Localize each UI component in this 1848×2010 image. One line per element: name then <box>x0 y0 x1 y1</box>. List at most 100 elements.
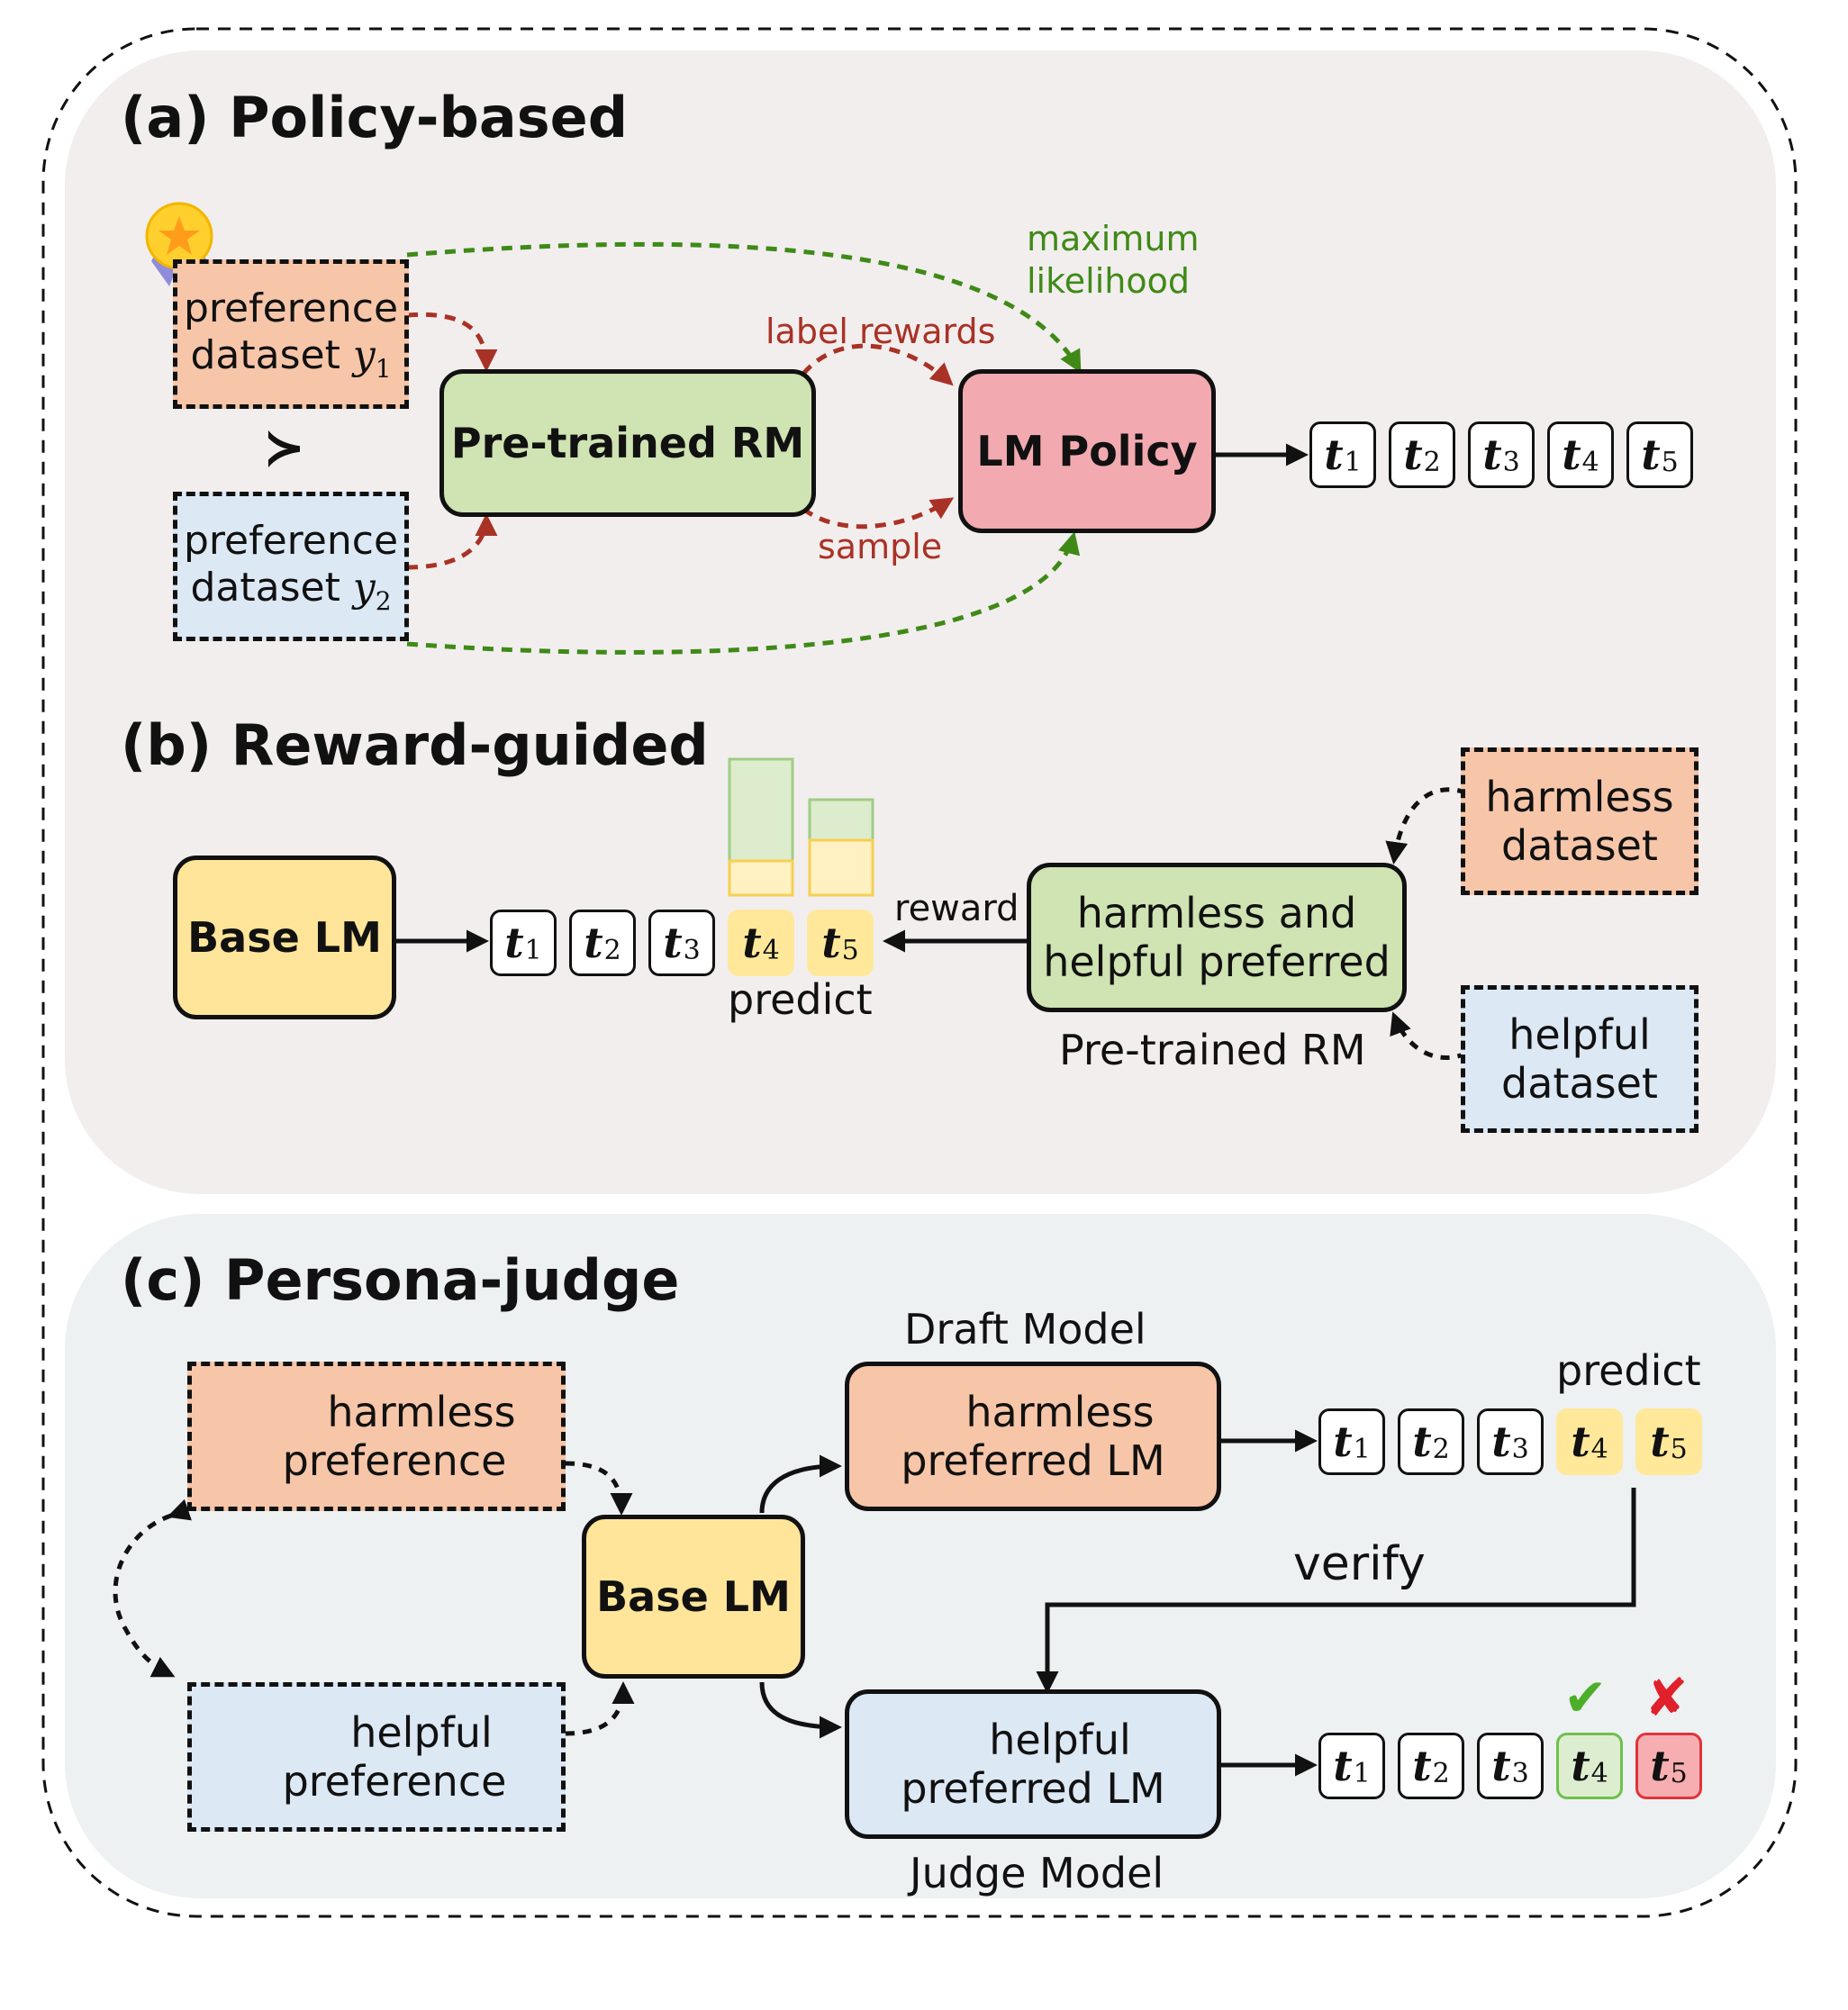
verify-text: verify <box>1293 1537 1426 1591</box>
section-title-a: (a) Policy-based <box>121 85 629 150</box>
section-title-c: (c) Persona-judge <box>121 1247 680 1313</box>
reward-bar-t5-green <box>808 798 874 842</box>
helpful-dataset-box: helpful dataset <box>1461 985 1699 1133</box>
token-c-top-3-sub: 3 <box>1511 1433 1529 1465</box>
helpful-preference-box: helpful preference <box>187 1682 566 1832</box>
token-c-top-1-sub: 1 <box>1353 1433 1371 1465</box>
reward-bar-t4-green <box>728 757 794 863</box>
token-a-3-sub: 3 <box>1502 446 1520 478</box>
pref1-text: dataset <box>190 331 353 378</box>
token-c-bottom-2-sub: 2 <box>1432 1757 1450 1789</box>
draft-line1: harmless <box>965 1387 1155 1436</box>
sample-text: sample <box>818 527 943 566</box>
rm-caption-b: Pre-trained RM <box>1059 1026 1366 1074</box>
harmless-dataset-line1: harmless <box>1485 772 1674 821</box>
arrow-pref2-to-rm <box>406 513 498 570</box>
pref1-var-sub: 1 <box>375 353 392 384</box>
pref2-var: y2 <box>352 564 392 616</box>
token-a-4-sub: 4 <box>1581 446 1599 478</box>
pref2-var-sub: 2 <box>375 585 392 616</box>
cross-icon: ✘ <box>1644 1667 1689 1728</box>
token-c-bottom-1-sub: 1 <box>1353 1757 1371 1789</box>
token-b-3-sub: 3 <box>683 934 701 966</box>
pref1-var-letter: y <box>352 331 376 378</box>
helpful-dataset-line1: helpful <box>1508 1010 1651 1059</box>
maximum-text: maximum <box>1027 219 1200 258</box>
pref2-var-letter: y <box>352 564 376 611</box>
likelihood-text: likelihood <box>1027 261 1190 301</box>
arrow-max-likelihood-bottom <box>406 531 1081 655</box>
arrow-pref1-to-rm <box>406 312 498 372</box>
pref1-var: y1 <box>352 331 392 384</box>
arrow-base-to-draft <box>759 1454 842 1514</box>
token-a-2-sub: 2 <box>1423 446 1441 478</box>
preference-dataset-y1-box: preference dataset y1 <box>173 259 409 409</box>
pref2-line2: dataset y2 <box>184 565 398 616</box>
pretrained-rm-box: Pre-trained RM <box>439 369 816 517</box>
predict-text-b: predict <box>728 975 873 1024</box>
predict-text-c: predict <box>1556 1346 1701 1395</box>
token-c-top-5-sub: 5 <box>1670 1433 1688 1465</box>
draft-model-caption: Draft Model <box>904 1305 1146 1354</box>
arrow-harmless-pref-to-base <box>565 1461 633 1516</box>
harmless-preference-box: harmless preference <box>187 1362 566 1511</box>
pretrained-rm-label: Pre-trained RM <box>450 418 805 467</box>
arrow-max-likelihood-top <box>406 241 1082 374</box>
token-c-bottom-5-sub: 5 <box>1670 1757 1688 1789</box>
label-rewards-text: label rewards <box>765 312 996 351</box>
base-lm-box-b: Base LM <box>173 856 396 1019</box>
token-c-top-2-sub: 2 <box>1432 1433 1450 1465</box>
harmless-dataset-box: harmless dataset <box>1461 747 1699 895</box>
token-b-1-sub: 1 <box>524 934 542 966</box>
section-title-b: (b) Reward-guided <box>121 712 709 778</box>
judge-line1: helpful <box>989 1715 1131 1764</box>
token-a-1-sub: 1 <box>1344 446 1362 478</box>
lm-policy-label: LM Policy <box>976 426 1198 475</box>
token-a-5-sub: 5 <box>1661 446 1679 478</box>
base-lm-label-b: Base LM <box>187 912 382 962</box>
draft-model-box: harmless preferred LM <box>845 1362 1221 1511</box>
reward-text: reward <box>894 888 1019 929</box>
harmless-dataset-line2: dataset <box>1501 821 1658 870</box>
outer-frame <box>41 27 1798 1918</box>
harmless-pref-line1: harmless <box>327 1387 516 1436</box>
check-icon: ✔ <box>1563 1667 1608 1728</box>
arrow-pref-bidirectional <box>113 1498 192 1678</box>
arrow-verify <box>1036 1488 1636 1694</box>
pref2-line1: preference <box>183 517 399 564</box>
arrow-harmless-dataset <box>1385 787 1467 865</box>
base-lm-box-c: Base LM <box>582 1515 805 1679</box>
pref1-line2: dataset y1 <box>184 332 398 384</box>
token-c-bottom-4-sub: 4 <box>1590 1757 1608 1789</box>
judge-model-box: helpful preferred LM <box>845 1689 1221 1839</box>
arrow-base-to-judge <box>759 1681 842 1739</box>
medal-icon <box>145 202 213 286</box>
judge-line2: preferred LM <box>901 1764 1165 1813</box>
token-b-4-sub: 4 <box>762 934 780 966</box>
token-b-5-sub: 5 <box>841 934 859 966</box>
reward-bars <box>728 757 874 897</box>
reward-bar-t5-yellow <box>808 838 874 897</box>
token-c-top-4-sub: 4 <box>1590 1433 1608 1465</box>
preference-dataset-y2-box: preference dataset y2 <box>173 492 409 641</box>
lm-policy-box: LM Policy <box>958 369 1216 533</box>
